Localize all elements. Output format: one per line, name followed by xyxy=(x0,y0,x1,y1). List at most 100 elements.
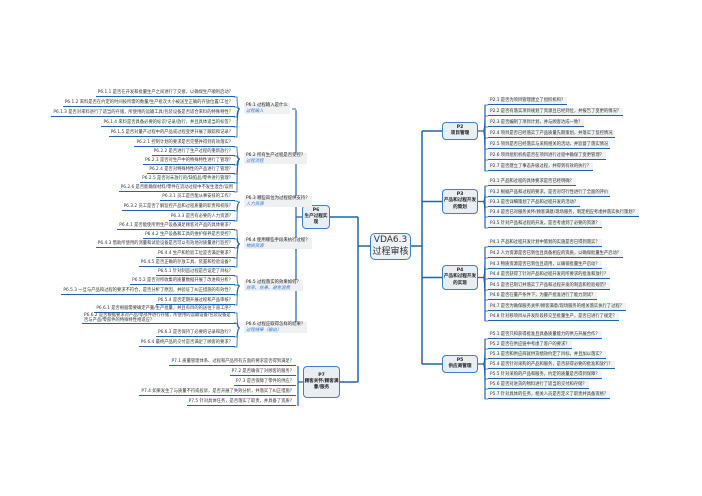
subtopic-tag: 效率、效果、避免浪费 xyxy=(246,285,290,291)
question-item[interactable]: P6.1.2 来料是否在约定的时间按所需的数量/生产批次大小被送至正确的存放位置… xyxy=(62,100,235,107)
node-title: 顾客关怀/顾客满意/服务 xyxy=(304,378,339,391)
question-item[interactable]: P4.3 物质资源是否已到位且适用，以确保批量生产启动？ xyxy=(488,261,602,269)
question-item[interactable]: P7.2 是否确保了对顾客的服务？ xyxy=(229,369,296,376)
question-item[interactable]: P6.6.4 最终产品的交付是否满足了顾客的要求？ xyxy=(138,340,235,347)
question-item[interactable]: P2.7 是否建立了事态升级过程，并得到有效的执行？ xyxy=(488,163,594,171)
question-item[interactable]: P6.5.3 一旦与产品和过程的要求不符合，是否分析了原因，并验证了纠正措施的有… xyxy=(61,288,235,295)
subtopic-label: P6.5 过程落实的效果如何？ xyxy=(246,280,301,285)
node-title: 产品和过程开发的策划 xyxy=(443,198,477,210)
question-item[interactable]: P6.2.6 是否能确保材料/零件在流动过程中不发生混合/误用 xyxy=(118,185,235,192)
question-item[interactable]: P3.1 产品和过程的具体要求是否已经明确？ xyxy=(488,178,576,186)
question-item[interactable]: P4.4 是否获得了针对产品和过程开发的所要求的批准和放行？ xyxy=(488,271,611,279)
subtopic-label: P6.1 过程输入是什么 xyxy=(246,103,288,108)
question-item[interactable]: P3.5 针对产品和过程的开发，是否考虑到了必要的资源？ xyxy=(488,220,602,228)
question-item[interactable]: P6.2.3 是否对生产中的特殊特性进行了管理？ xyxy=(143,158,235,165)
question-item[interactable]: P6.1.5 是否对量产过程中的产品或过程变更开展了跟踪和记录？ xyxy=(108,130,235,137)
branch-line xyxy=(295,110,302,328)
node-title: 生产过程实现 xyxy=(304,213,328,226)
question-item[interactable]: P6.6.3 是否保持了必要的记录和放行？ xyxy=(155,330,235,337)
node-code: P5 xyxy=(456,357,464,363)
branch-line xyxy=(482,201,488,229)
question-item[interactable]: P6.5.4 是否定期开展过程和产品审核？ xyxy=(155,298,235,305)
question-item[interactable]: P6.2.1 控制计划的要求是否完整并得到有效落实？ xyxy=(134,140,235,147)
node-title: 产品和过程开发的实现 xyxy=(443,274,477,286)
question-item[interactable]: P4.2 人力资源是否已到位且具备相应的资质，以确保批量生产启动？ xyxy=(488,250,624,258)
question-item[interactable]: P4.7 是否为确保服务关怀/顾客满意/现场服务的相关落实执行了过程？ xyxy=(488,303,626,311)
node-code: P7 xyxy=(318,372,325,378)
question-item[interactable]: P6.2.2 是否进行了生产过程的重新放行？ xyxy=(151,149,235,156)
question-item[interactable]: P3.4 是否已对服务关怀/顾客满意/现场服务，制定相应考虑并落实执行策划？ xyxy=(488,209,639,217)
subtopic-3[interactable]: P6.3 哪些岗位为过程提供支持？人力资源 xyxy=(244,196,312,208)
branch-line xyxy=(411,131,423,364)
branch-line xyxy=(234,327,241,348)
question-item[interactable]: P6.4.1 是否能使所用生产设备满足顾客对产品的具体要求？ xyxy=(117,223,235,230)
branch-line xyxy=(234,243,241,268)
question-item[interactable]: P3.2 根据产品和过程的要求，是否对可行性进行了全面的评价 xyxy=(488,189,611,197)
question-item[interactable]: P4.6 是否在量产条件下，为量产批准进行了能力测试？ xyxy=(488,292,598,300)
question-item[interactable]: P3.3 是否详细策划了产品和过程开发的活动？ xyxy=(488,199,581,207)
question-item[interactable]: P5.2 是否在供应链中考虑了客户的要求？ xyxy=(488,341,572,349)
question-item[interactable]: P5.3 是否和供应商就供货绩效约定了目标，并且加以落实？ xyxy=(488,351,606,359)
question-item[interactable]: P2.4 项目是否已经落实了产品质量先期策划，并落实了监控情况 xyxy=(488,130,615,138)
question-item[interactable]: P5.4 是否针对采购的产品和服务，是否获得必要的批准和放行？ xyxy=(488,361,615,369)
question-item[interactable]: P7.1 质量管理体系、过程和产品所有方面的要求是否得到满足？ xyxy=(169,359,296,366)
question-item[interactable]: P6.4.2 生产设备和工具的维护保养是否受控？ xyxy=(143,232,235,239)
subtopic-5[interactable]: P6.5 过程落实的效果如何？效率、效果、避免浪费 xyxy=(244,280,303,292)
question-item[interactable]: P2.3 是否编制了项目计划，并与顾客达成一致？ xyxy=(488,119,585,127)
branch-line xyxy=(482,130,488,172)
subtopic-1[interactable]: P6.1 过程输入是什么过程输入 xyxy=(244,103,290,115)
question-item[interactable]: P7.5 针对具体任务，是否落实了职责，并具备了资质？ xyxy=(186,399,296,406)
question-item[interactable]: P2.6 项目组织机构是否在项目进行过程中确保了变更管理？ xyxy=(488,152,606,160)
question-item[interactable]: P6.4.4 生产和检验工位是否满足要求？ xyxy=(155,251,235,258)
question-item[interactable]: P6.4.5 是否正确的存放工具、装置和检验设备？ xyxy=(138,260,235,267)
subtopic-2[interactable]: P6.2 所有生产过程是否受控？过程流程 xyxy=(244,153,308,165)
subtopic-tag: 过程流程 xyxy=(246,158,264,164)
question-item[interactable]: P6.1.4 来料是否具备必要的标识/记录/放行，并且具体适当的标签？ xyxy=(101,120,235,127)
node-title: 供应商管理 xyxy=(448,364,472,369)
branch-line xyxy=(234,158,241,193)
question-item[interactable]: P7.3 是否保障了零件的供应？ xyxy=(233,379,296,386)
question-item[interactable]: P4.8 针对移项目从开发阶段移交至批量生产，是否已进行了规定？ xyxy=(488,313,619,321)
subtopic-tag: 过程输入 xyxy=(246,108,264,114)
question-item[interactable]: P2.1 是否为项目管理建立了组织机构？ xyxy=(488,97,568,105)
central-topic[interactable]: VDA6.3 过程审核 xyxy=(370,233,411,260)
question-item[interactable]: P5.1 是否只和获得批准且具备质量能力的供方开展合作？ xyxy=(488,331,602,339)
node-code: P3 xyxy=(456,192,464,198)
question-item[interactable]: P6.6.2 是否根据要求对产品/零部件进行存储，所使用的运输设备/包装设备是否… xyxy=(82,313,236,324)
question-item[interactable]: P6.3.1 员工是否能从事安排的工作？ xyxy=(160,194,235,201)
question-item[interactable]: P6.3.3 是否有必要的人力资源？ xyxy=(168,214,235,221)
question-item[interactable]: P4.5 是否已制订并落实了产品和过程开发的制造和检验规范？ xyxy=(488,282,611,290)
question-item[interactable]: P5.6 是否对进货的物料进行了适当的交付和存储？ xyxy=(488,381,589,389)
question-item[interactable]: P7.4 如果发生了与质量不符或投诉，是否开展了失效分析，并落实了纠正措施？ xyxy=(139,389,296,396)
question-item[interactable]: P6.5.2 是否对所收集的质量数据开展了改进和分析？ xyxy=(130,278,235,285)
question-item[interactable]: P6.6.1 是否根据需要确定产量/生产批量，并且有目的的送往下道工序？ xyxy=(94,306,235,313)
question-item[interactable]: P6.3.2 员工是否了解监控产品和过程质量的职责和权限？ xyxy=(121,204,235,211)
subtopic-label: P6.4 使用哪些手段来执行过程？ xyxy=(246,238,310,243)
node-code: P6 xyxy=(312,207,320,213)
question-item[interactable]: P2.5 项目是否已经落实与采购相关的活动，并监督了落实情况 xyxy=(488,141,611,149)
question-item[interactable]: P5.5 针对采购的产品和服务，约定的质量是否得到保障？ xyxy=(488,371,602,379)
question-item[interactable]: P5.7 针对具体的任务，相关人员是否定义了职责并具备资格？ xyxy=(488,391,611,399)
question-item[interactable]: P4.1 产品和过程开发计划中策划的实施是否已得到落实？ xyxy=(488,239,602,247)
question-item[interactable]: P6.2.4 是否对特殊特性的产品进行了管理？ xyxy=(147,167,235,174)
subtopic-4[interactable]: P6.4 使用哪些手段来执行过程？物质资源 xyxy=(244,238,312,250)
question-item[interactable]: P6.1.1 是否在开发和批量生产之间进行了交接，以确保生产顺利启动？ xyxy=(95,90,235,97)
subtopic-label: P6.6 过程应取得怎样的结果？ xyxy=(246,322,306,327)
branch-line xyxy=(357,217,370,382)
question-item[interactable]: P6.4.3 借助所使用的测量和试验设备是否可以有效地对质量进行监控？ xyxy=(95,241,235,248)
central-topic-line2: 过程审核 xyxy=(372,246,409,257)
question-item[interactable]: P6.5.1 针对制造过程是否设定了目标？ xyxy=(155,269,235,276)
subtopic-6[interactable]: P6.6 过程应取得怎样的结果？过程结果（输出） xyxy=(244,322,308,334)
question-item[interactable]: P6.2.5 是否对未放行的/缺陷品/零件进行管理？ xyxy=(140,176,235,183)
node-code: P4 xyxy=(456,268,464,274)
node-code: P2 xyxy=(456,124,464,130)
question-item[interactable]: P2.2 是否有落实项目规划了资源且已经到位，并报告了变更的情况？ xyxy=(488,108,624,116)
question-item[interactable]: P6.1.3 是否对来料进行了适当的存储，所使用的运输工具/包装设备是否适合来料… xyxy=(51,110,235,117)
subtopic-label: P6.2 所有生产过程是否受控？ xyxy=(246,153,306,158)
